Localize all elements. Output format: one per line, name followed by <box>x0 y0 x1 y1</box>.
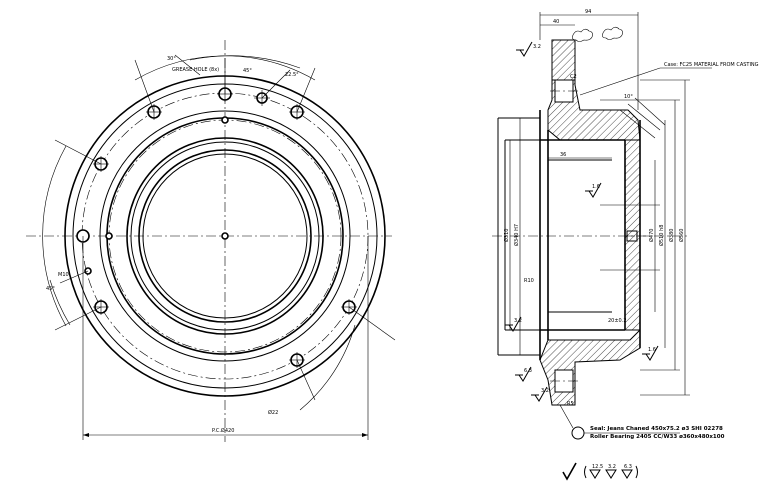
dim-outer: Ø560 <box>678 229 685 242</box>
svg-text:3.2: 3.2 <box>533 44 541 50</box>
section-view: 94 40 <box>492 9 759 440</box>
dim-step: Ø380 <box>668 229 675 242</box>
general-roughness-symbol <box>562 462 577 481</box>
seal-note: Seal: Jeans Chaned 450x75.2 ø3 SHI 02278 <box>590 426 723 432</box>
dim-depth: 36 <box>560 152 566 158</box>
angle-dim-label-4: 45° <box>46 286 55 292</box>
top-width-dim-label: 94 <box>585 9 591 15</box>
bearing-seat-circle <box>126 137 324 335</box>
roughness-symbol: 1.6 <box>585 182 602 198</box>
svg-text:3.2: 3.2 <box>514 318 522 324</box>
bearing-seat-chamfer-circle <box>130 141 320 331</box>
grease-hole-note: GREASE HOLE (8x) <box>172 67 219 73</box>
legend-r2: 3.2 <box>608 464 616 470</box>
legend-triangle-3 <box>621 469 633 479</box>
svg-text:1.6: 1.6 <box>648 347 656 353</box>
legend-triangle-1 <box>589 469 601 479</box>
section-inner-lines <box>497 117 612 356</box>
dim-chamfer: C2 <box>570 74 577 80</box>
dim-radius-bottom: R10 <box>524 278 534 284</box>
dim-angle: 10° <box>624 94 633 100</box>
dim-bottom-2: 20±0.2 <box>608 318 627 324</box>
section-lower-flange <box>539 328 641 406</box>
top-note-leader <box>579 67 661 96</box>
bore-circle <box>138 149 312 323</box>
section-outline <box>539 110 641 360</box>
svg-text:1.6: 1.6 <box>592 184 600 190</box>
dim-bore-1: Ø310 <box>503 229 510 242</box>
bearing-note: Roller Bearing 2405 CC/W33 ø360x480x100 <box>590 434 725 440</box>
roughness-symbol: 6.3 <box>515 366 532 382</box>
angle-dim-arc-top-inner <box>189 55 301 69</box>
pcd-dimension-label: P.C.Ø420 <box>212 427 234 434</box>
angle-dim-label-2: 30° <box>167 56 176 62</box>
legend-r3: 6.3 <box>624 464 632 470</box>
upper-stem <box>551 39 576 81</box>
roughness-cloud-right <box>602 26 623 40</box>
angle-dim-label-3: 22.5° <box>285 72 299 78</box>
section-diameter-dims <box>509 79 690 396</box>
grease-hole <box>221 232 229 240</box>
svg-text:6.3: 6.3 <box>524 368 532 374</box>
angle-dim-arc-left-outer <box>49 279 71 326</box>
grease-hole <box>105 232 113 240</box>
roughness-symbol: 1.6 <box>642 345 659 361</box>
roughness-symbol: 3.2 <box>505 316 522 332</box>
front-view: P.C.Ø420 GREASE HOLE (8x) 45° 30° 22.5° … <box>26 40 396 442</box>
angle-dim-arc-left <box>42 145 67 327</box>
note-balloon <box>571 426 585 440</box>
legend-r1: 12.5 <box>592 464 603 470</box>
roughness-legend: 12.5 3.2 6.3 <box>562 462 638 481</box>
angle-dim-label-1: 45° <box>243 68 252 74</box>
dim-bore-3: Ø470 <box>648 229 655 242</box>
dim-rad: R5 <box>567 401 574 407</box>
legend-triangle-2 <box>605 469 617 479</box>
legend-paren-close <box>635 465 638 479</box>
hub-step-circle <box>99 110 351 362</box>
svg-text:3.2: 3.2 <box>541 388 549 394</box>
dim-bore-4: Ø510 h8 <box>658 225 665 246</box>
dim-bore-2: Ø340 H7 <box>513 224 520 246</box>
legend-paren-open <box>584 465 587 479</box>
roughness-symbol: 3.2 <box>531 386 549 402</box>
pcd-arrow-right <box>362 433 368 437</box>
roughness-cloud-left <box>572 28 593 42</box>
grease-hole <box>221 116 229 124</box>
grease-channel <box>626 230 638 242</box>
front-leader-lines <box>54 54 396 440</box>
angled-detail-lines <box>600 97 666 139</box>
pcd-arrow-left <box>83 433 89 437</box>
top-inner-dim-label: 40 <box>553 19 559 25</box>
small-hole-label: M10 <box>58 272 69 278</box>
bore-chamfer-circle <box>142 153 308 319</box>
hole-dimension-label: Ø22 <box>268 409 278 416</box>
top-note: Case: FC25 MATERIAL FROM CASTING <box>664 62 759 68</box>
angle-dim-arc-right <box>299 324 356 411</box>
roughness-symbol: 3.2 <box>516 41 541 57</box>
